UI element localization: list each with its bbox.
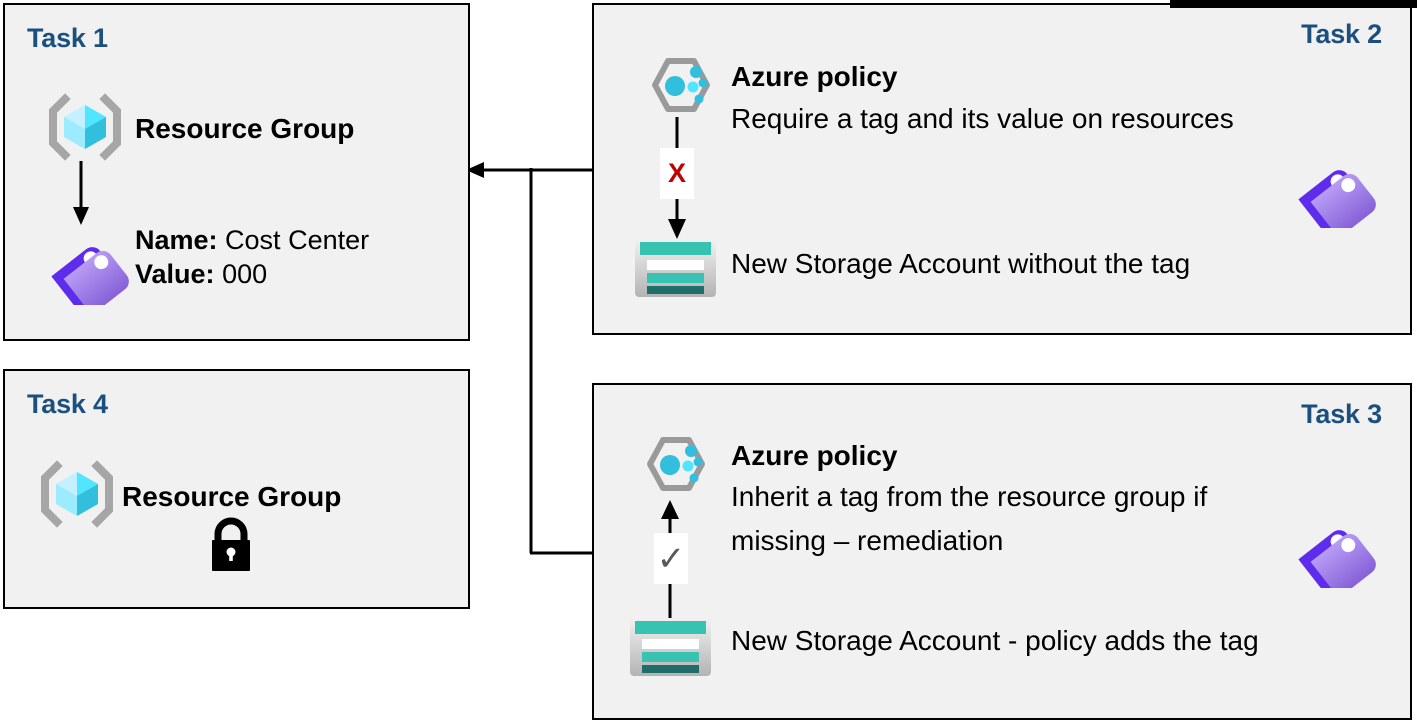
task-1-name-line: Name: Cost Center (135, 223, 369, 257)
task-1-tag-details: Name: Cost Center Value: 000 (135, 223, 369, 291)
panel-task-3: Task 3 Azure policy Inherit a tag from t… (592, 383, 1412, 720)
task-3-policy-description-line-1: Inherit a tag from the resource group if (731, 481, 1208, 512)
task-2-storage-label: New Storage Account without the tag (731, 248, 1191, 279)
panel-task-2: Task 2 Azure policy Require a tag and it… (592, 3, 1412, 335)
storage-account-icon (633, 237, 718, 299)
tag-icon (1294, 150, 1378, 228)
panel-task-1: Task 1 Resource Group (3, 3, 470, 341)
task-4-title: Task 4 (27, 389, 108, 419)
task-1-value-line: Value: 000 (135, 257, 369, 291)
task-3-check-marker: ✓ (654, 533, 688, 584)
task-2-policy-description: Require a tag and its value on resources (731, 103, 1234, 134)
task-1-name-value: Cost Center (225, 225, 370, 255)
tag-icon (1294, 510, 1378, 588)
task-3-title: Task 3 (1301, 399, 1382, 429)
storage-account-icon (628, 616, 713, 678)
x-mark-glyph: X (667, 158, 686, 188)
task-3-policy-description-line-2: missing – remediation (731, 525, 1004, 556)
panel-task-4: Task 4 Resource Group (3, 369, 470, 609)
task-3-storage-label: New Storage Account - policy adds the ta… (731, 625, 1259, 656)
lock-icon (205, 514, 257, 574)
azure-policy-icon (641, 55, 719, 127)
top-edge-band (1170, 0, 1417, 8)
task-2-x-marker: X (660, 148, 694, 199)
task-2-policy-label: Azure policy (731, 61, 898, 92)
task-1-name-key: Name: (135, 225, 218, 255)
resource-group-icon (37, 454, 117, 532)
tag-icon (47, 227, 131, 305)
task-1-title: Task 1 (27, 23, 108, 53)
azure-policy-icon (636, 434, 714, 506)
task-3-policy-label: Azure policy (731, 440, 898, 471)
task-4-resource-group-label: Resource Group (122, 481, 342, 512)
resource-group-icon (45, 87, 125, 165)
task-1-value-value: 000 (222, 259, 268, 289)
check-mark-glyph: ✓ (656, 539, 686, 578)
task-3-arrow (661, 500, 679, 625)
task-2-title: Task 2 (1301, 19, 1382, 49)
task-1-value-key: Value: (135, 259, 215, 289)
task-1-resource-group-label: Resource Group (135, 113, 355, 144)
